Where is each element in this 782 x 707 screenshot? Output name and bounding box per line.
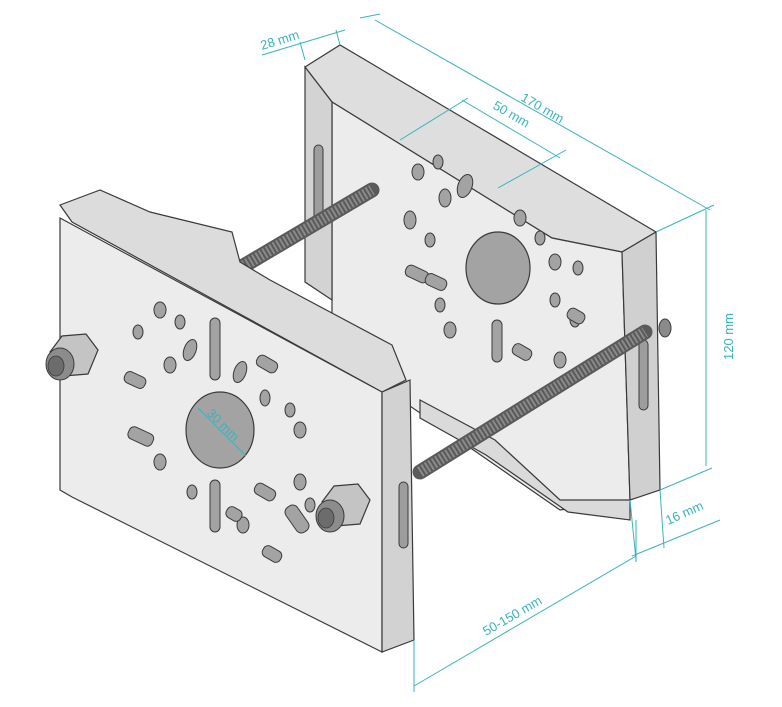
dim-16-label: 16 mm <box>663 498 705 528</box>
upper-left-nut <box>45 333 99 381</box>
front-plate-holes <box>123 301 316 563</box>
front-plate <box>45 189 415 653</box>
dim-28-line <box>261 29 346 56</box>
back-plate-holes <box>403 154 586 369</box>
dim-pole-range-line <box>413 555 637 687</box>
dim-28-label: 28 mm <box>258 27 300 53</box>
dim-170-line <box>374 19 711 211</box>
front-plate-top-flange <box>59 189 407 393</box>
front-plate-right-edge <box>381 379 415 653</box>
dim-16-line <box>631 519 721 557</box>
dimension-lines <box>197 13 721 692</box>
threaded-rods <box>232 182 672 480</box>
dim-50-line <box>461 99 561 159</box>
dim-120-label: 120 mm <box>721 313 736 360</box>
lower-rod-end <box>658 318 672 338</box>
lower-right-nut <box>315 483 371 533</box>
back-plate <box>304 44 661 521</box>
back-plate-center-hole <box>465 231 531 305</box>
dim-30-line <box>197 407 247 457</box>
back-plate-bottom-flange <box>419 399 631 521</box>
front-plate-edge-slot <box>398 481 409 549</box>
back-plate-edge-slot <box>638 339 649 411</box>
